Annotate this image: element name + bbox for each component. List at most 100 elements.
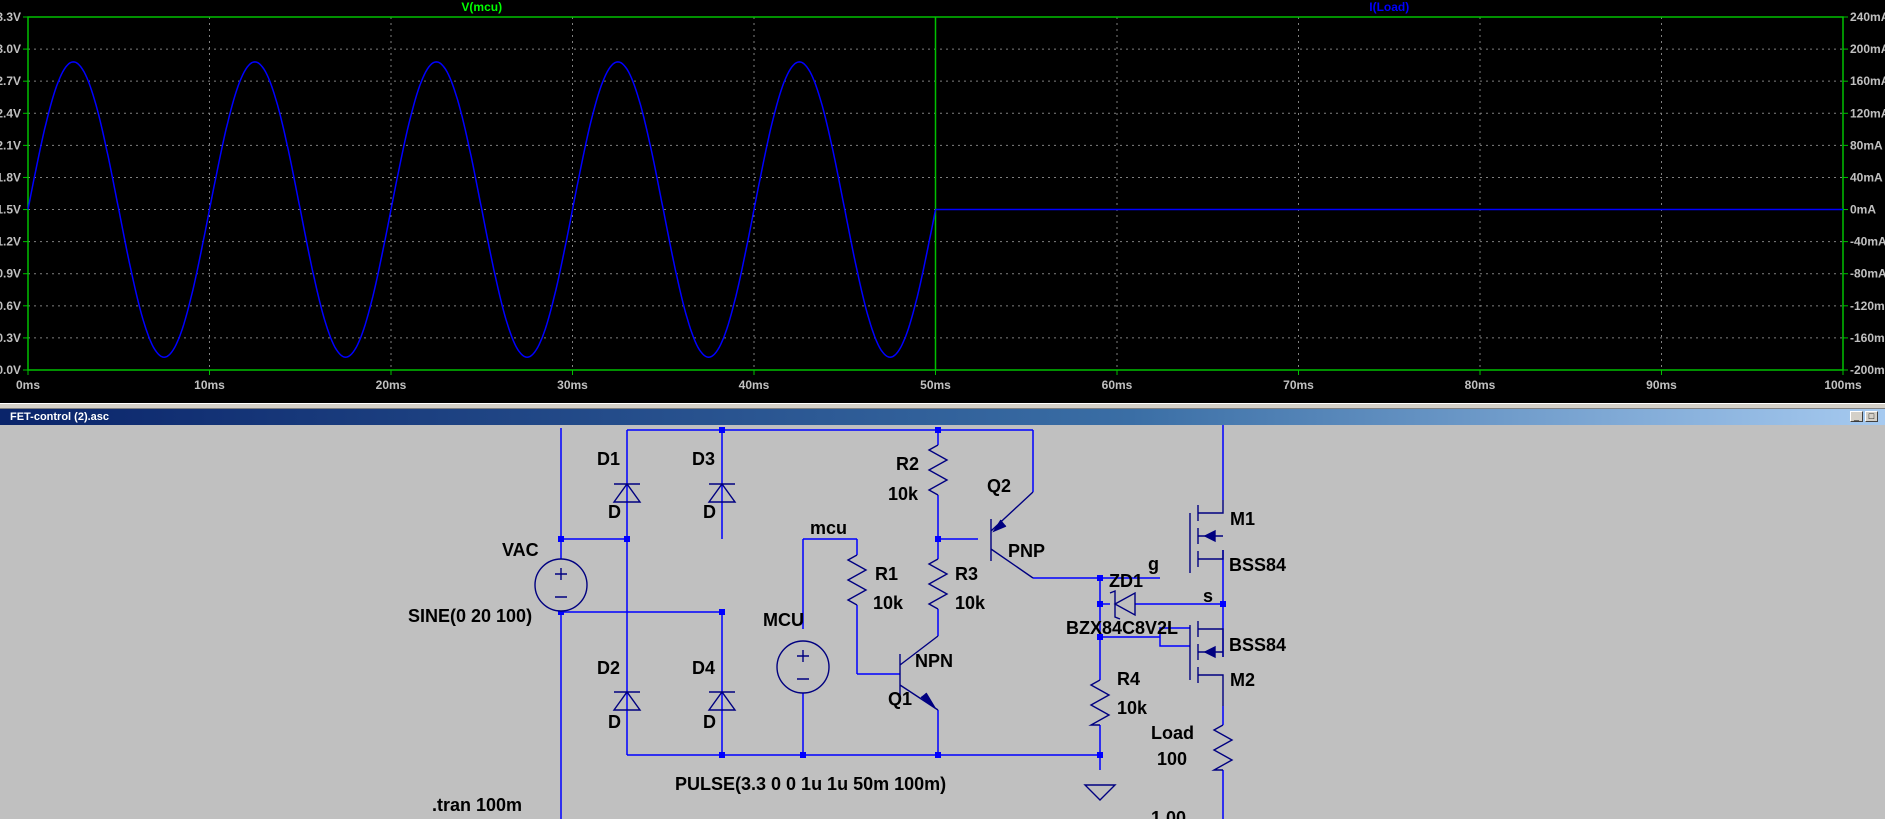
- d4-label: D4: [692, 658, 715, 678]
- x-axis-tick: 0ms: [16, 378, 40, 392]
- minimize-button[interactable]: _: [1850, 411, 1863, 422]
- load-value: 100: [1157, 749, 1187, 769]
- mcu-source[interactable]: [776, 640, 830, 694]
- waveform-plot-pane[interactable]: 3.3V240mA3.0V200mA2.7V160mA2.4V120mA2.1V…: [0, 0, 1885, 403]
- resistor-r4[interactable]: [1088, 679, 1111, 726]
- pane-separator[interactable]: [0, 403, 1885, 409]
- right-axis-tick: -120mA: [1850, 299, 1885, 313]
- left-axis-tick: 0.9V: [0, 267, 21, 281]
- x-axis-tick: 10ms: [194, 378, 225, 392]
- zd1-label: ZD1: [1109, 571, 1143, 591]
- schematic-titlebar[interactable]: FET-control (2).asc _ □: [0, 409, 1885, 425]
- x-axis-tick: 90ms: [1646, 378, 1677, 392]
- waveform-plot[interactable]: 3.3V240mA3.0V200mA2.7V160mA2.4V120mA2.1V…: [0, 0, 1885, 403]
- vac-source[interactable]: [534, 558, 588, 612]
- pulse-directive[interactable]: PULSE(3.3 0 0 1u 1u 50m 100m): [675, 774, 946, 794]
- source-net-label: s: [1203, 586, 1213, 606]
- d2-label: D2: [597, 658, 620, 678]
- x-axis-tick: 20ms: [376, 378, 407, 392]
- x-axis-tick: 100ms: [1824, 378, 1862, 392]
- r3-label: R3: [955, 564, 978, 584]
- right-axis-tick: 120mA: [1850, 106, 1885, 120]
- left-axis-tick: 1.8V: [0, 170, 21, 184]
- left-axis-tick: 0.0V: [0, 363, 21, 377]
- schematic-canvas[interactable]: D1 D D3 D D2 D D4 D VAC SINE(0 20 100) m…: [0, 425, 1885, 819]
- vac-label: VAC: [502, 540, 539, 560]
- schematic-pane[interactable]: D1 D D3 D D2 D D4 D VAC SINE(0 20 100) m…: [0, 425, 1885, 819]
- d1-model: D: [608, 502, 621, 522]
- m2-label: M2: [1230, 670, 1255, 690]
- d1-label: D1: [597, 449, 620, 469]
- components: [534, 444, 1234, 801]
- resistor-r2[interactable]: [927, 444, 949, 496]
- r1-label: R1: [875, 564, 898, 584]
- right-axis-tick: -160mA: [1850, 331, 1885, 345]
- r1-value: 10k: [873, 593, 904, 613]
- q2-type: PNP: [1008, 541, 1045, 561]
- m1-model: BSS84: [1229, 555, 1286, 575]
- right-axis-tick: -40mA: [1850, 235, 1885, 249]
- right-axis-tick: 40mA: [1850, 170, 1883, 184]
- ground-symbol: [1083, 784, 1117, 801]
- left-axis-tick: 2.7V: [0, 74, 21, 88]
- vac-value: SINE(0 20 100): [408, 606, 532, 626]
- left-axis-tick: 0.6V: [0, 299, 21, 313]
- zener-zd1[interactable]: [1109, 589, 1136, 620]
- left-axis-tick: 1.2V: [0, 235, 21, 249]
- r4-value: 10k: [1117, 698, 1148, 718]
- gate-net-label: g: [1148, 554, 1159, 574]
- right-axis-tick: 80mA: [1850, 138, 1883, 152]
- d4-model: D: [703, 712, 716, 732]
- tran-directive[interactable]: .tran 100m: [432, 795, 522, 815]
- diode-d4[interactable]: [707, 690, 737, 711]
- r2-label: R2: [896, 454, 919, 474]
- schematic-title: FET-control (2).asc: [10, 411, 110, 423]
- diode-d3[interactable]: [707, 482, 737, 503]
- d3-model: D: [703, 502, 716, 522]
- left-axis-tick: 2.4V: [0, 106, 21, 120]
- mosfet-m1[interactable]: [1189, 500, 1224, 573]
- junction-dots: [558, 427, 1226, 758]
- resistor-r3[interactable]: [927, 558, 949, 610]
- m1-label: M1: [1230, 509, 1255, 529]
- left-axis-tick: 2.1V: [0, 138, 21, 152]
- mcu-source-label: MCU: [763, 610, 804, 630]
- right-axis-tick: 160mA: [1850, 74, 1885, 88]
- resistor-load[interactable]: [1211, 724, 1234, 771]
- left-axis-tick: 1.5V: [0, 203, 21, 217]
- maximize-button[interactable]: □: [1865, 411, 1878, 422]
- diode-d2[interactable]: [612, 690, 642, 711]
- trace-title-v-mcu: V(mcu): [461, 0, 502, 14]
- schematic-labels: D1 D D3 D D2 D D4 D VAC SINE(0 20 100) m…: [408, 449, 1286, 819]
- cut-off-text: 1.00: [1151, 808, 1186, 819]
- x-axis-tick: 40ms: [739, 378, 770, 392]
- diode-d1[interactable]: [612, 482, 642, 503]
- right-axis-tick: 240mA: [1850, 10, 1885, 24]
- m2-model: BSS84: [1229, 635, 1286, 655]
- x-axis-tick: 80ms: [1465, 378, 1496, 392]
- wires: [560, 425, 1224, 819]
- x-axis-tick: 30ms: [557, 378, 588, 392]
- x-axis-tick: 60ms: [1102, 378, 1133, 392]
- r4-label: R4: [1117, 669, 1140, 689]
- r2-value: 10k: [888, 484, 919, 504]
- x-axis-tick: 50ms: [920, 378, 951, 392]
- mcu-net-label: mcu: [810, 518, 847, 538]
- right-axis-tick: -200mA: [1850, 363, 1885, 377]
- zd1-model: BZX84C8V2L: [1066, 618, 1178, 638]
- d3-label: D3: [692, 449, 715, 469]
- left-axis-tick: 0.3V: [0, 331, 21, 345]
- series-line-v-mcu: [27, 61, 937, 358]
- resistor-r1[interactable]: [846, 554, 868, 606]
- left-axis-tick: 3.3V: [0, 10, 21, 24]
- trace-title-i-load: I(Load): [1369, 0, 1409, 14]
- right-axis-tick: 0mA: [1850, 203, 1876, 217]
- r3-value: 10k: [955, 593, 986, 613]
- q1-label: Q1: [888, 689, 912, 709]
- mosfet-m2[interactable]: [1189, 621, 1224, 706]
- left-axis-tick: 3.0V: [0, 42, 21, 56]
- transistor-q2[interactable]: [990, 491, 1034, 579]
- q1-type: NPN: [915, 651, 953, 671]
- transistor-q1[interactable]: [899, 635, 939, 711]
- right-axis-tick: -80mA: [1850, 267, 1885, 281]
